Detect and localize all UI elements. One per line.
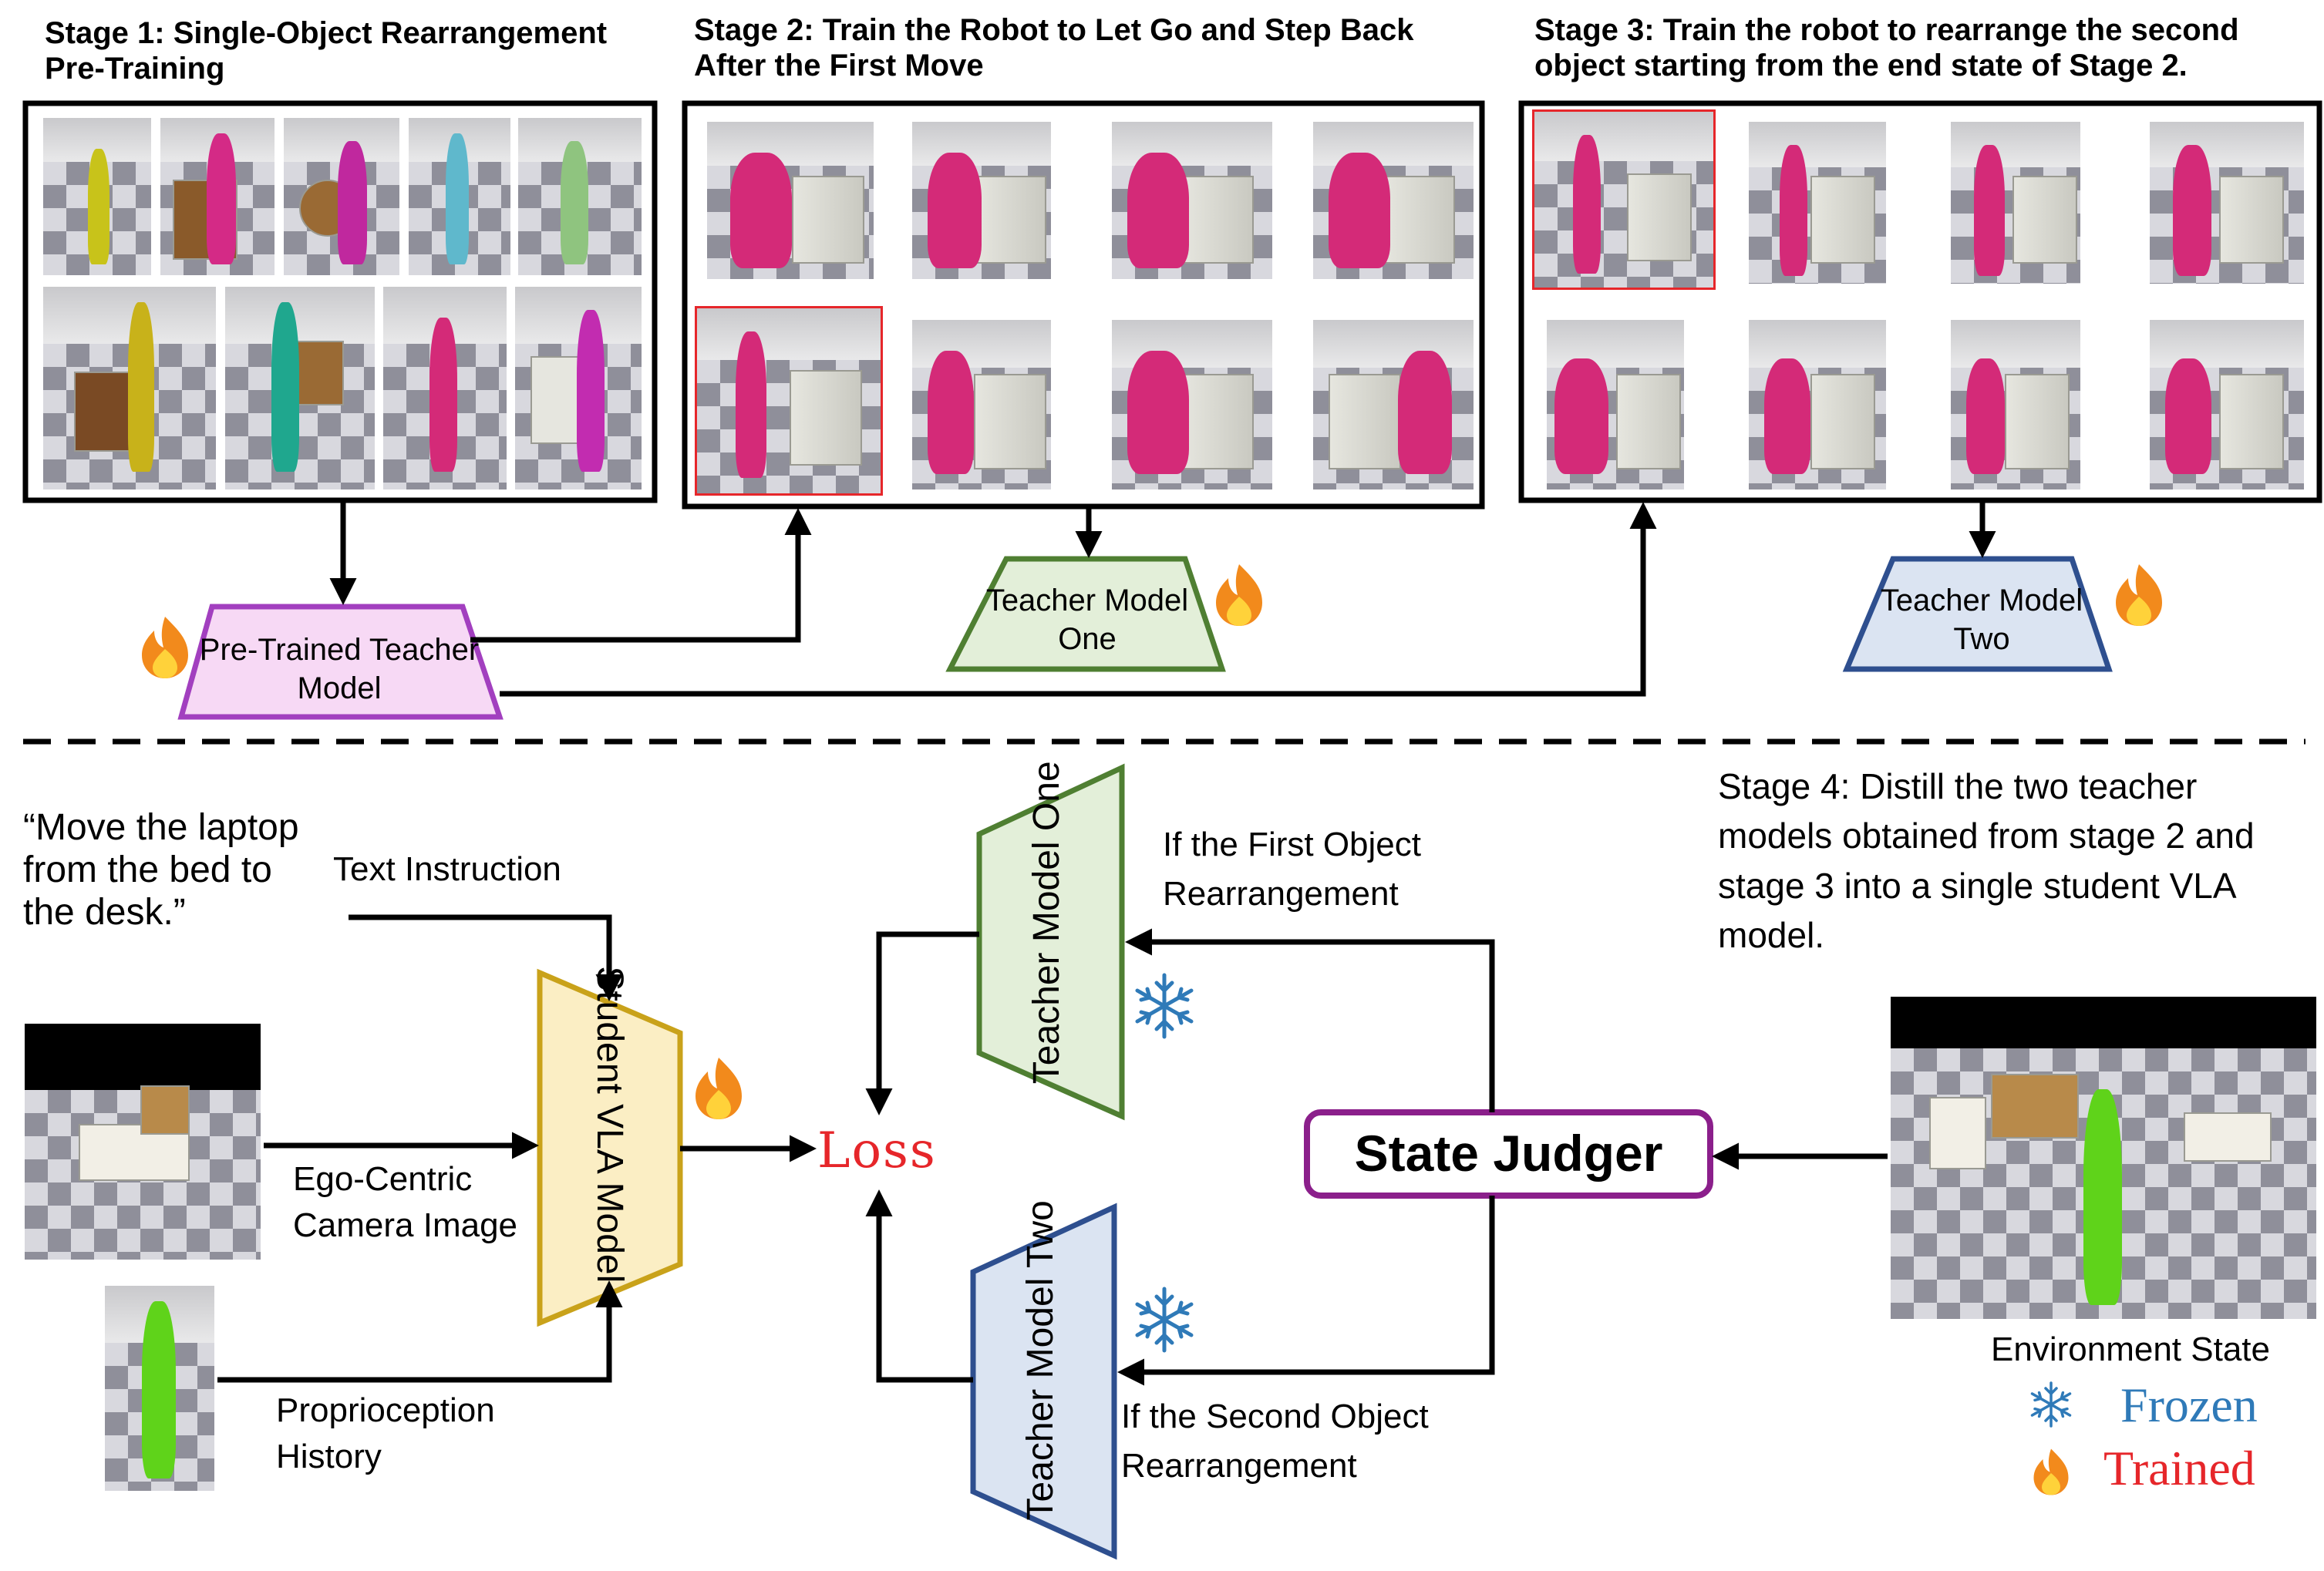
ego-camera-label: Ego-Centric Camera Image bbox=[293, 1160, 518, 1245]
instruction-quote: “Move the laptop from the bed to the des… bbox=[23, 807, 299, 934]
arrow-judger-to-teacher1 bbox=[1125, 928, 1495, 1112]
flame-icon bbox=[142, 617, 188, 678]
stage1-title: Stage 1: Single-Object Rearrangement Pre… bbox=[45, 16, 608, 86]
arrow-text-to-student bbox=[349, 914, 623, 1001]
teacher-one-top-shape bbox=[945, 556, 1226, 672]
stage3-frame bbox=[1518, 100, 2322, 503]
snowflake-icon bbox=[1137, 975, 1191, 1037]
flame-icon bbox=[1216, 564, 1262, 626]
stage2-frame-image bbox=[912, 122, 1051, 279]
legend-trained-label: Trained bbox=[2103, 1441, 2255, 1495]
proprioception-label: Proprioception History bbox=[276, 1391, 495, 1476]
stage1-image bbox=[409, 118, 510, 275]
stage2-frame-image bbox=[1112, 122, 1272, 279]
stage2-frame-image bbox=[695, 306, 883, 496]
teacher-one-bottom-label: Teacher Model One bbox=[1026, 761, 1068, 1085]
stage1-image bbox=[43, 118, 151, 275]
teacher-two-bottom-label: Teacher Model Two bbox=[1020, 1200, 1062, 1521]
teacher-one-bottom-shape bbox=[976, 763, 1125, 1121]
teacher-one-top-label: Teacher Model One bbox=[985, 584, 1189, 656]
loss-label: Loss bbox=[817, 1122, 937, 1179]
stage1-image bbox=[515, 287, 642, 489]
arrow-teacher2-to-loss bbox=[865, 1189, 973, 1383]
proprioception-image bbox=[105, 1286, 214, 1491]
state-judger-label: State Judger bbox=[1354, 1125, 1663, 1182]
first-object-condition: If the First Object Rearrangement bbox=[1163, 826, 1421, 913]
stage2-title: Stage 2: Train the Robot to Let Go and S… bbox=[694, 13, 1414, 82]
arrow-pretrained-to-stage3 bbox=[500, 502, 1657, 697]
pretrained-teacher-label: Pre-Trained Teacher Model bbox=[199, 633, 480, 705]
stage3-frame-image bbox=[1547, 320, 1684, 489]
stage3-frame-image bbox=[1749, 122, 1886, 284]
stage1-image bbox=[284, 118, 399, 275]
ego-camera-image bbox=[25, 1024, 261, 1260]
stage2-frame-image bbox=[707, 122, 874, 279]
stage3-title: Stage 3: Train the robot to rearrange th… bbox=[1534, 13, 2239, 82]
snowflake-icon bbox=[1137, 1289, 1191, 1351]
pretrained-teacher-shape bbox=[177, 604, 504, 720]
stage1-image bbox=[225, 287, 375, 489]
arrow-pretrained-to-stage2 bbox=[470, 508, 812, 643]
arrow-teacher1-to-loss bbox=[865, 931, 979, 1115]
stage1-image bbox=[160, 118, 275, 275]
stage3-frame-image bbox=[1749, 320, 1886, 489]
environment-state-image bbox=[1891, 997, 2316, 1319]
snowflake-icon bbox=[2030, 1381, 2072, 1428]
flame-icon bbox=[696, 1058, 742, 1119]
stage2-frame bbox=[682, 100, 1485, 510]
stage2-frame-image bbox=[1313, 122, 1474, 279]
stage2-frame-image bbox=[912, 320, 1051, 489]
stage2-frame-image bbox=[1112, 320, 1272, 489]
stage4-title: Stage 4: Distill the two teacher models … bbox=[1718, 766, 2255, 956]
second-object-condition: If the Second Object Rearrangement bbox=[1121, 1398, 1429, 1485]
stage3-frame-image bbox=[1951, 320, 2080, 489]
environment-state-label: Environment State bbox=[1991, 1330, 2270, 1368]
teacher-two-top-label: Teacher Model Two bbox=[1880, 584, 2083, 656]
arrow-judger-to-teacher2 bbox=[1117, 1196, 1495, 1386]
student-label: Student VLA Model bbox=[588, 966, 630, 1283]
stage3-frame-image bbox=[2150, 122, 2304, 284]
teacher-two-bottom-shape bbox=[970, 1203, 1117, 1560]
teacher-two-top-shape bbox=[1842, 556, 2113, 672]
student-shape bbox=[537, 968, 683, 1327]
flame-icon bbox=[2116, 564, 2162, 626]
stage1-image bbox=[518, 118, 642, 275]
stage1-image bbox=[383, 287, 507, 489]
stage1-image bbox=[43, 287, 216, 489]
state-judger-shape bbox=[1304, 1109, 1713, 1199]
stage3-frame-image bbox=[1532, 109, 1716, 290]
stage3-frame-image bbox=[2150, 320, 2304, 489]
stage3-frame-image bbox=[1951, 122, 2080, 284]
legend-frozen-label: Frozen bbox=[2120, 1378, 2258, 1432]
text-instruction-label: Text Instruction bbox=[333, 850, 561, 888]
arrow-proprio-to-student bbox=[217, 1280, 623, 1383]
stage2-frame-image bbox=[1313, 320, 1474, 489]
stage1-frame bbox=[22, 100, 658, 503]
flame-icon bbox=[2033, 1448, 2069, 1495]
